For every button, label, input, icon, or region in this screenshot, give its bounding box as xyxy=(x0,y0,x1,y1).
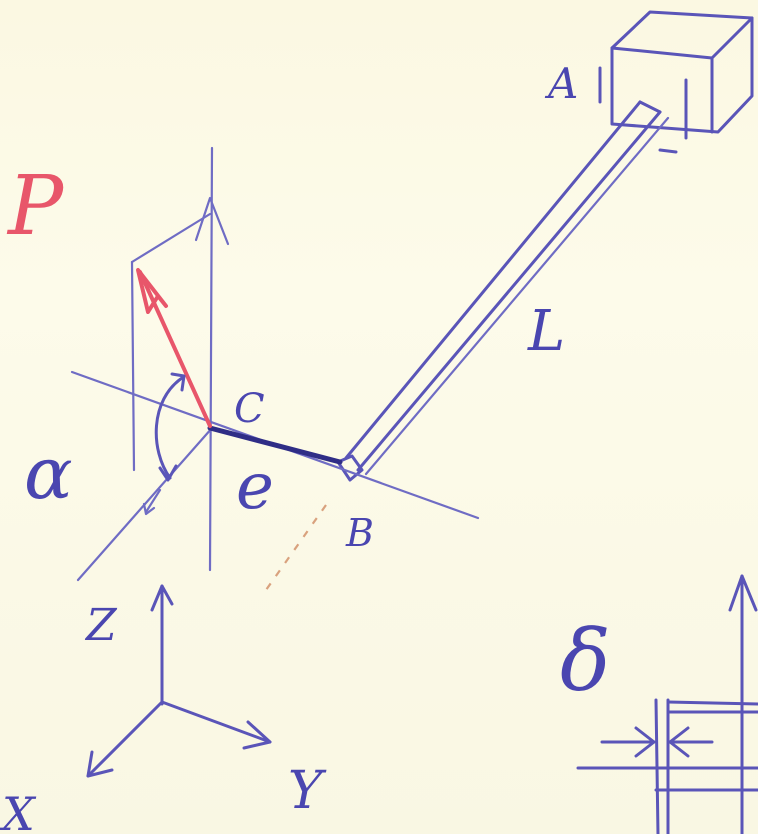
label-delta: δ xyxy=(560,612,611,710)
label-e: e xyxy=(236,450,274,524)
label-l: L xyxy=(527,299,565,364)
label-z: Z xyxy=(84,600,118,651)
label-y: Y xyxy=(288,761,327,821)
label-c: C xyxy=(234,386,265,432)
support-block-a xyxy=(598,10,754,154)
label-b: B xyxy=(345,511,374,555)
gap-detail xyxy=(576,574,758,834)
beam xyxy=(336,100,670,482)
label-alpha: α xyxy=(24,431,73,515)
plane-line-top xyxy=(130,212,212,264)
angle-arc xyxy=(142,372,186,516)
arm-cb xyxy=(207,425,343,465)
vertical-axis-c xyxy=(194,146,230,572)
coordinate-axes xyxy=(86,584,272,778)
force-label-p: P xyxy=(6,159,65,254)
force-arrow xyxy=(136,268,212,428)
plane-line-left xyxy=(130,260,136,472)
label-a: A xyxy=(544,59,578,108)
label-x: X xyxy=(0,787,37,834)
projection-dashed-line xyxy=(265,504,327,591)
